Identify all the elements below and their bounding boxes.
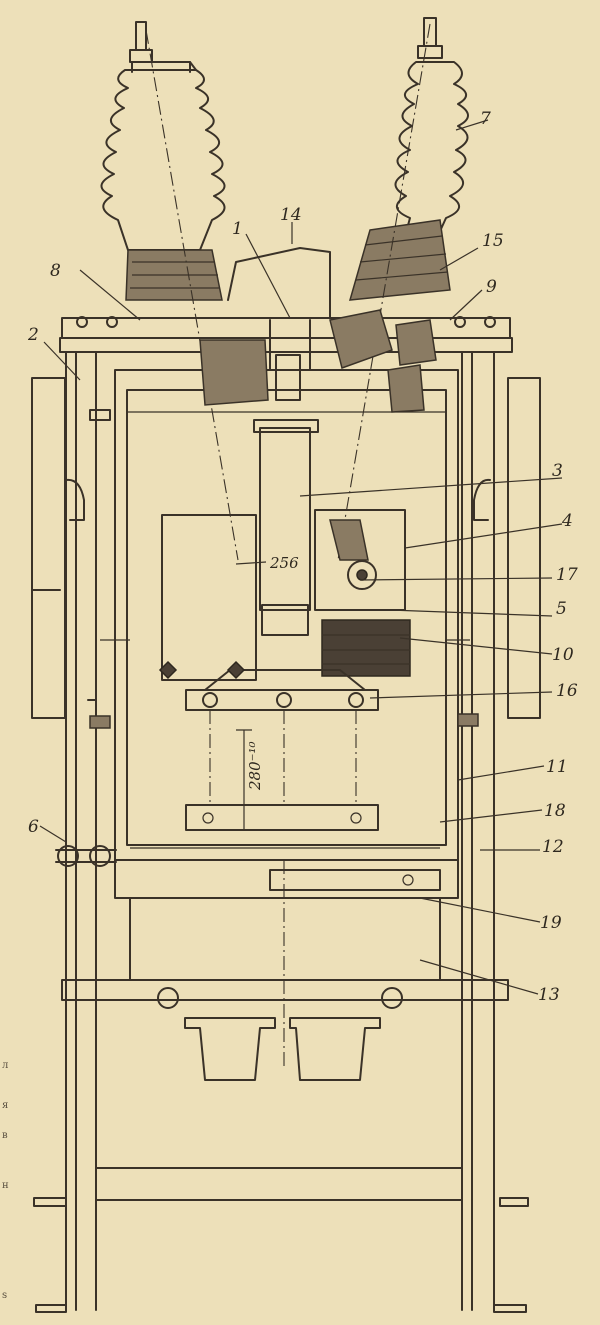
leader-lines bbox=[39, 119, 563, 995]
right-insulator bbox=[337, 17, 469, 561]
mechanism bbox=[158, 309, 437, 831]
left-insulator bbox=[100, 21, 239, 561]
base bbox=[33, 845, 529, 1313]
side-frame bbox=[31, 351, 541, 1311]
tank bbox=[114, 369, 459, 899]
